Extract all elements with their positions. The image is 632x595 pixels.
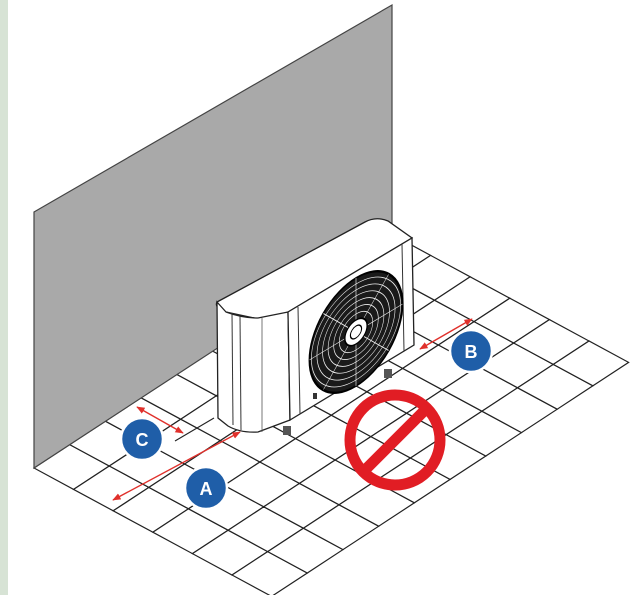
unit-side: [216, 300, 291, 433]
heat-pump-unit: [215, 218, 415, 435]
marker-b-label: B: [465, 342, 478, 362]
marker-a-label: A: [200, 479, 213, 499]
fan-icon: [308, 270, 404, 394]
unit-foot: [384, 369, 392, 378]
marker-a: A: [183, 465, 229, 511]
left-border: [0, 0, 8, 595]
marker-c: C: [119, 416, 165, 462]
unit-port: [313, 393, 317, 399]
marker-b: B: [448, 328, 494, 374]
dimension-arrow-b: [419, 318, 473, 350]
dimension-tick-c: [174, 417, 215, 442]
dimension-arrow-c: [136, 406, 184, 434]
floor-tile: [552, 340, 630, 387]
marker-c-label: C: [136, 430, 149, 450]
prohibition-icon: [344, 389, 446, 491]
dimension-arrow-a: [112, 431, 241, 501]
unit-foot: [283, 426, 291, 435]
